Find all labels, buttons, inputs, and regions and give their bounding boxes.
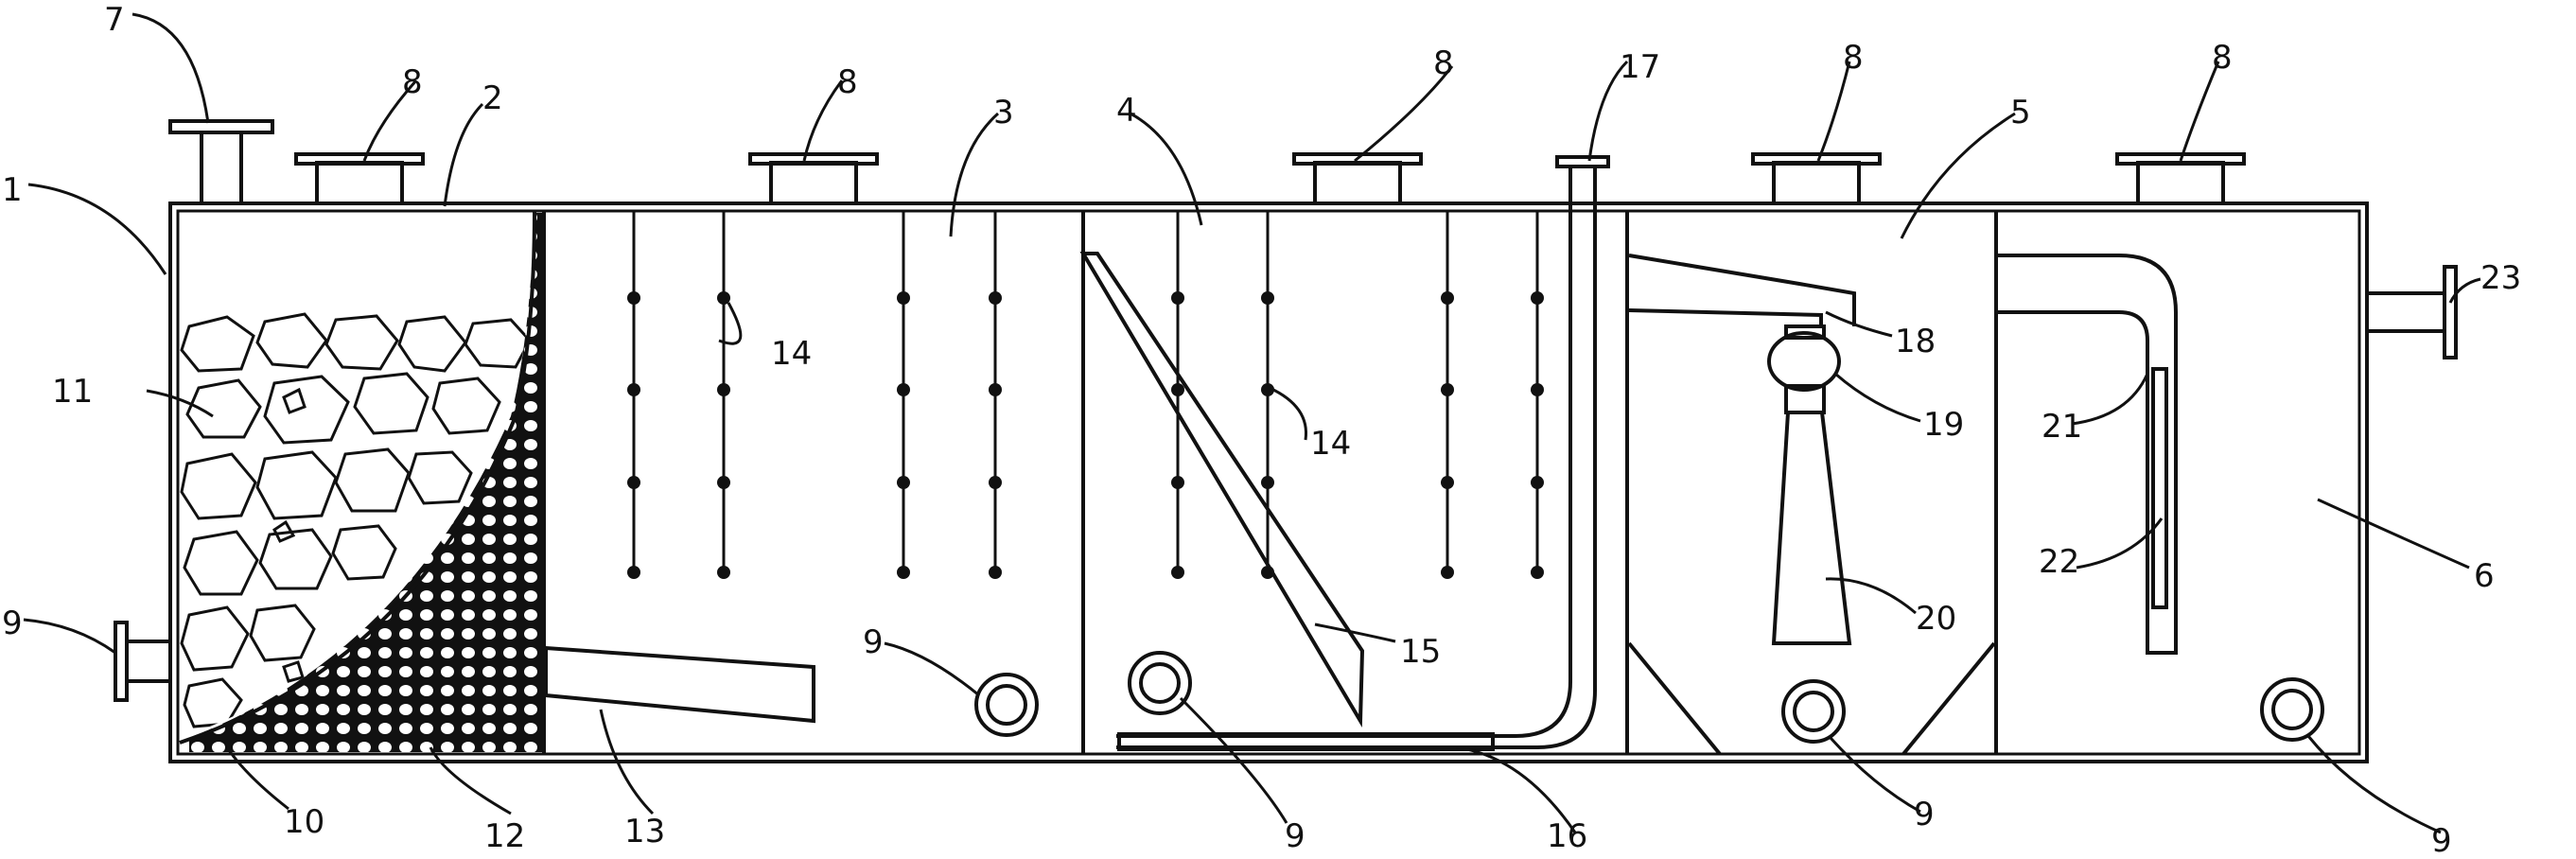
label-20: 20 — [1916, 600, 1956, 638]
settling-cone — [1771, 411, 1852, 645]
label-10: 10 — [284, 803, 324, 841]
label-21: 21 — [2042, 408, 2082, 446]
label-8b: 8 — [837, 63, 858, 101]
hopper — [1627, 641, 1996, 756]
manhole-5 — [2115, 152, 2246, 205]
label-18: 18 — [1895, 323, 1936, 360]
label-15: 15 — [1400, 633, 1441, 671]
label-8c: 8 — [1433, 44, 1454, 82]
label-8a: 8 — [402, 63, 423, 101]
outlet-pipe — [2365, 265, 2458, 359]
drain-4 — [1128, 651, 1192, 715]
outlet-trough — [1628, 254, 1856, 326]
label-23: 23 — [2480, 259, 2521, 297]
packing-strings — [627, 211, 1544, 579]
return-pipe — [1117, 732, 1495, 751]
drain-6 — [2260, 677, 2324, 742]
label-6: 6 — [2474, 557, 2495, 595]
drain-3 — [974, 673, 1039, 737]
coarse-media — [180, 312, 532, 728]
label-4: 4 — [1116, 92, 1137, 130]
inclined-plate — [1079, 252, 1365, 728]
label-3: 3 — [993, 94, 1014, 131]
label-7: 7 — [104, 1, 125, 39]
label-12: 12 — [484, 817, 525, 855]
label-16: 16 — [1547, 817, 1587, 855]
label-9b: 9 — [863, 623, 884, 661]
label-2: 2 — [482, 79, 503, 117]
label-11: 11 — [52, 373, 93, 411]
fine-media — [189, 213, 544, 752]
callout-labels: 1 2 3 4 5 6 7 8 8 8 8 8 9 9 9 9 9 10 11 … — [2, 1, 2521, 859]
drain-left — [114, 621, 172, 702]
label-9c: 9 — [1285, 817, 1306, 855]
guide-plate — [544, 645, 815, 724]
label-9e: 9 — [2431, 822, 2452, 859]
label-22: 22 — [2039, 543, 2079, 581]
manhole-2 — [748, 152, 879, 205]
valve — [1767, 324, 1841, 414]
label-14a: 14 — [771, 335, 812, 373]
label-8d: 8 — [1843, 39, 1864, 77]
label-8e: 8 — [2212, 39, 2233, 77]
label-9a: 9 — [2, 605, 23, 642]
label-13: 13 — [624, 813, 665, 850]
label-1: 1 — [2, 171, 23, 209]
label-19: 19 — [1923, 406, 1964, 444]
manhole-4 — [1751, 152, 1882, 205]
label-9d: 9 — [1914, 796, 1935, 833]
manhole-3 — [1292, 152, 1423, 205]
drain-5 — [1781, 679, 1846, 744]
air-lift-pipe — [1116, 155, 1610, 749]
grid-plate — [179, 210, 536, 745]
label-17: 17 — [1620, 48, 1660, 86]
leader-lines — [23, 12, 2481, 834]
inlet-pipe — [168, 119, 274, 205]
uv-lamp — [2151, 367, 2168, 609]
manhole-1 — [294, 152, 425, 205]
bent-pipe — [1998, 254, 2178, 655]
label-5: 5 — [2010, 94, 2031, 131]
label-14b: 14 — [1310, 425, 1351, 463]
